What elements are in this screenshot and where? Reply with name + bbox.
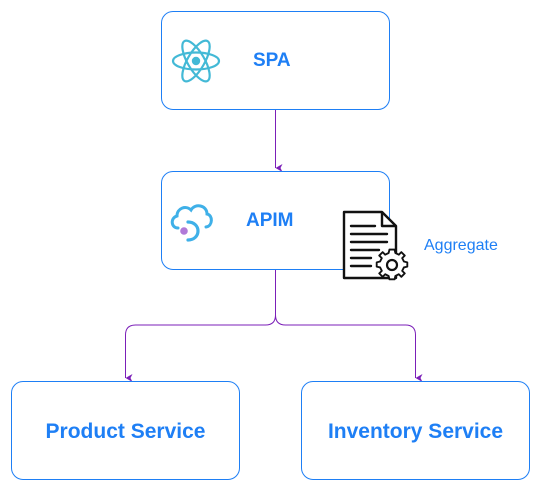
inventory-service-node: Inventory Service xyxy=(301,381,530,480)
apim-label: APIM xyxy=(246,210,294,231)
inventory-service-label: Inventory Service xyxy=(327,420,504,443)
api-management-cloud-icon xyxy=(170,204,213,242)
document-gear-icon xyxy=(342,210,409,281)
aggregate-label: Aggregate xyxy=(424,237,498,254)
product-service-node: Product Service xyxy=(11,381,240,480)
react-icon xyxy=(171,39,221,83)
spa-label: SPA xyxy=(253,50,291,71)
edge-apim-to-inventory xyxy=(275,314,423,382)
product-service-label: Product Service xyxy=(45,420,206,443)
spa-node: SPA xyxy=(161,11,390,110)
edge-apim-to-product xyxy=(125,270,276,382)
